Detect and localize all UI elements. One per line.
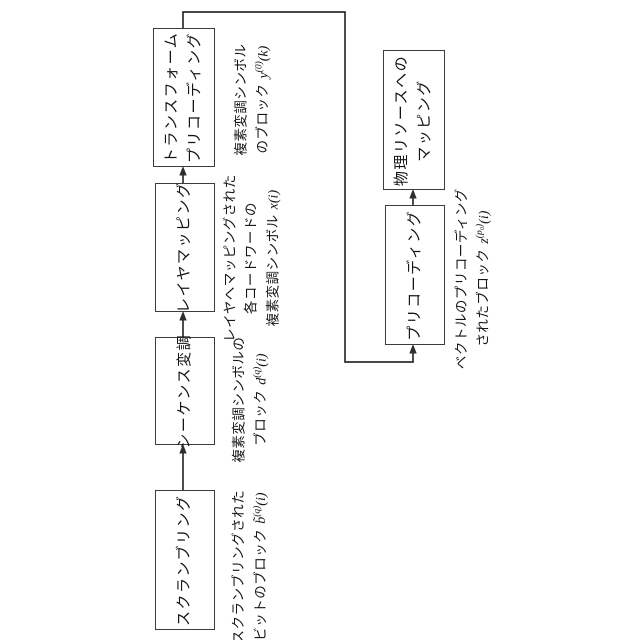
label-layer-mapped-line3: 複素変調シンボルx(i)	[265, 189, 282, 327]
math-d: d(q)(i)	[252, 353, 269, 386]
label-layer-mapped-line1: レイヤへマッピングされた	[222, 174, 238, 342]
math-z: z(p₀)(i)	[475, 210, 492, 245]
block-physical-resource-mapping: 物理リソースへの マッピング	[383, 50, 445, 190]
connector-transform-to-precoding	[182, 11, 414, 363]
label-precoded-vector-line1: ベクトルのプリコーディング	[454, 188, 470, 370]
arrowhead	[409, 189, 417, 199]
block-layer-mapping: レイヤマッピング	[155, 181, 215, 314]
arrowhead	[179, 444, 187, 454]
math-b-tilde: b̃(q)(i)	[252, 492, 269, 525]
arrowhead	[179, 166, 187, 176]
block-transform-precoding-line1: トランスフォーム	[163, 31, 181, 164]
block-layer-mapping-label: レイヤマッピング	[175, 181, 193, 314]
block-scrambling: スクランブリング	[155, 490, 215, 630]
label-modulation-symbol-line2: ブロックd(q)(i)	[252, 353, 269, 447]
arrowhead	[409, 344, 417, 354]
label-scrambled-bits-line2: ビットのブロックb̃(q)(i)	[252, 492, 269, 640]
block-scrambling-label: スクランブリング	[175, 494, 193, 626]
arrowhead	[179, 311, 187, 321]
math-x: x(i)	[266, 189, 282, 210]
label-layer-mapped-line2: 各コードワードの	[243, 202, 259, 315]
block-transform-precoding: トランスフォーム プリコーディング	[153, 28, 215, 167]
block-sequence-modulation-label: シーケンス変調	[175, 333, 193, 449]
block-physical-resource-mapping-line1: 物理リソースへの	[393, 54, 411, 186]
label-precoded-vector-line2: されたブロックz(p₀)(i)	[475, 210, 492, 348]
block-transform-precoding-line2: プリコーディング	[186, 32, 204, 163]
block-precoding: プリコーディング	[385, 205, 445, 345]
label-layer-mapped-symbols: レイヤへマッピングされた 各コードワードの 複素変調シンボルx(i)	[221, 164, 285, 352]
block-sequence-modulation: シーケンス変調	[155, 334, 215, 448]
label-precoded-vector-block: ベクトルのプリコーディング されたブロックz(p₀)(i)	[447, 188, 501, 370]
label-scrambled-bits-line1: スクランブリングされた	[231, 490, 247, 640]
math-y: y(0)(k)	[254, 46, 271, 79]
label-modulation-symbol-line1: 複素変調シンボルの	[231, 336, 247, 463]
label-modulation-symbol-block: 複素変調シンボルの ブロックd(q)(i)	[224, 333, 278, 467]
block-physical-resource-mapping-line2: マッピング	[416, 78, 434, 162]
label-transform-precoded-line2: のブロックy(0)(k)	[254, 46, 271, 154]
label-transform-precoded-block: 複素変調シンボル のブロックy(0)(k)	[226, 30, 280, 170]
block-precoding-label: プリコーディング	[405, 209, 423, 341]
label-transform-precoded-line1: 複素変調シンボル	[233, 43, 249, 156]
label-scrambled-bits: スクランブリングされた ビットのブロックb̃(q)(i)	[224, 490, 278, 640]
